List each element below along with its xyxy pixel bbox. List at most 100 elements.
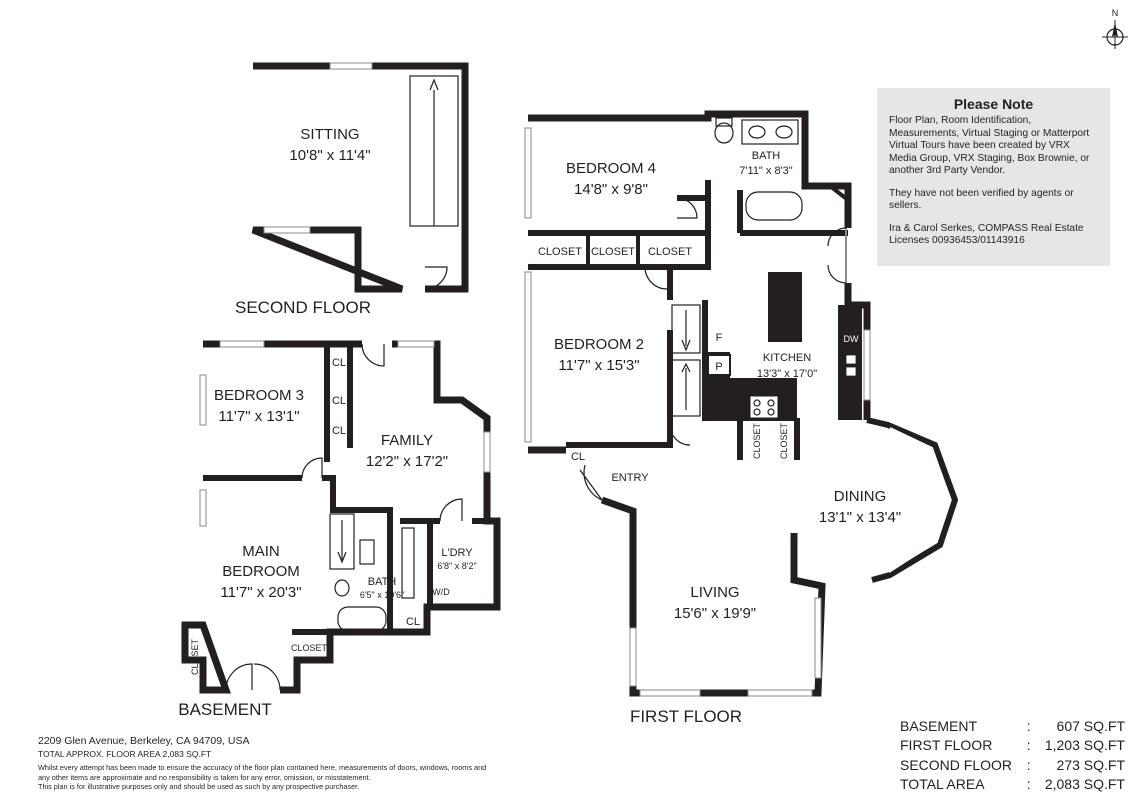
disclaimer: Whilst every attempt has been made to en… [38, 763, 487, 782]
room-name: MAIN [242, 543, 280, 560]
window [747, 689, 813, 697]
note-paragraph: Floor Plan, Room Identification, Measure… [889, 115, 1090, 176]
room-name: BEDROOM 2 [554, 336, 644, 353]
north-arrow-icon: N [1098, 6, 1132, 55]
svg-text:CL: CL [332, 425, 346, 437]
window [263, 226, 311, 234]
closet-dividers [586, 233, 640, 267]
door-swing [361, 343, 385, 367]
room-name: LIVING [690, 584, 739, 601]
area-row: FIRST FLOOR : 1,203 SQ.FT [900, 736, 1125, 756]
svg-text:CL: CL [571, 451, 585, 463]
second-floor-plan: SITTING 10'8" x 11'4" SECOND FLOOR [235, 62, 469, 317]
second-floor-walls [251, 62, 469, 293]
svg-text:CLOSET: CLOSET [291, 643, 328, 653]
area-sep: : [1026, 776, 1031, 793]
floor-label: BASEMENT [178, 700, 272, 719]
area-sep: : [1026, 717, 1031, 734]
note-paragraph: They have not been verified by agents or… [889, 187, 1074, 212]
window [863, 329, 871, 401]
window [219, 340, 265, 348]
door-swing [676, 197, 698, 219]
room-dims: 6'8" x 8'2" [437, 561, 476, 571]
area-label: BASEMENT [900, 717, 978, 734]
kitchen-island [768, 272, 802, 342]
window [483, 431, 491, 473]
total-floor-area: TOTAL APPROX. FLOOR AREA 2,083 SQ.FT [38, 749, 212, 759]
svg-text:CLOSET: CLOSET [779, 422, 789, 459]
room-dims: 13'3" x 17'0" [757, 368, 817, 380]
door-swing [301, 457, 323, 479]
room-dims: 15'6" x 19'9" [674, 605, 756, 622]
area-row: TOTAL AREA : 2,083 SQ.FT [900, 775, 1125, 795]
window [397, 340, 435, 348]
room-dims: 10'8" x 11'4" [289, 147, 370, 164]
svg-text:CL: CL [332, 395, 346, 407]
svg-text:W/D: W/D [432, 587, 450, 597]
area-value: 1,203 SQ.FT [1044, 737, 1125, 754]
first-floor-plan: CLOSET CLOSET CLOSET CL CLOSET CLOSET F … [524, 110, 959, 726]
please-note-box: Please Note Floor Plan, Room Identificat… [877, 88, 1110, 266]
closet-labels: CLOSET CLOSET CLOSET CL CLOSET CLOSET F … [538, 246, 859, 463]
window [524, 271, 532, 443]
room-name: BEDROOM 3 [214, 387, 304, 404]
area-sep: : [1026, 756, 1031, 773]
room-name: KITCHEN [763, 352, 811, 364]
window [199, 489, 207, 527]
window [814, 597, 822, 679]
area-label: SECOND FLOOR [900, 756, 1013, 773]
room-name: SITTING [300, 126, 359, 143]
svg-text:F: F [716, 332, 723, 344]
staircase [671, 304, 701, 417]
room-name: ENTRY [611, 472, 649, 484]
room-name: FAMILY [381, 432, 433, 449]
window [639, 689, 701, 697]
floor-label: FIRST FLOOR [630, 707, 742, 726]
svg-text:CLOSET: CLOSET [538, 246, 582, 258]
window [329, 62, 373, 70]
area-value: 273 SQ.FT [1056, 756, 1125, 773]
room-dims: 12'2" x 17'2" [366, 453, 448, 470]
entry-door [579, 464, 603, 501]
disclaimer: This plan is for illustrative purposes o… [38, 782, 360, 791]
door-swing [424, 266, 448, 290]
svg-text:CLOSET: CLOSET [190, 638, 200, 675]
floor-label: SECOND FLOOR [235, 298, 371, 317]
area-value: 2,083 SQ.FT [1044, 776, 1125, 793]
area-summary-table: BASEMENT : 607 SQ.FT FIRST FLOOR : 1,203… [900, 716, 1125, 794]
svg-text:CL: CL [406, 616, 420, 628]
room-dims: 11'7" x 13'1" [218, 408, 299, 425]
door-swing [225, 663, 281, 691]
room-name: DINING [834, 488, 887, 505]
bath-fixtures [334, 527, 415, 632]
closet-box [707, 354, 731, 376]
room-dims: 6'5" x 10'6" [360, 590, 404, 600]
svg-text:P: P [715, 361, 722, 373]
area-label: TOTAL AREA [900, 776, 985, 793]
room-dims: 11'7" x 15'3" [558, 357, 639, 374]
area-sep: : [1026, 737, 1031, 754]
area-value: 607 SQ.FT [1056, 717, 1125, 734]
area-row: BASEMENT : 607 SQ.FT [900, 716, 1125, 736]
room-dims: 14'8" x 9'8" [574, 181, 648, 198]
property-address: 2209 Glen Avenue, Berkeley, CA 94709, US… [38, 735, 250, 747]
room-name: BATH [752, 150, 781, 162]
window [199, 374, 207, 426]
svg-text:CLOSET: CLOSET [752, 422, 762, 459]
room-name: BATH [368, 576, 397, 588]
sliding-door [805, 184, 850, 284]
room-dims: 11'7" x 20'3" [220, 584, 301, 601]
svg-text:CLOSET: CLOSET [591, 246, 635, 258]
room-dims: 13'1" x 13'4" [819, 509, 901, 526]
basement-inner-walls [203, 344, 487, 635]
area-row: SECOND FLOOR : 273 SQ.FT [900, 755, 1125, 775]
door-swing [439, 498, 463, 522]
stove [749, 395, 779, 419]
svg-text:CLOSET: CLOSET [648, 246, 692, 258]
room-name: L'DRY [441, 547, 473, 559]
window [629, 627, 637, 687]
basement-plan: CL CL CL CL CLOSET CLOSET W/D BEDROOM 3 … [178, 340, 501, 719]
svg-text:DW: DW [844, 334, 859, 344]
dw-switch [845, 354, 857, 365]
